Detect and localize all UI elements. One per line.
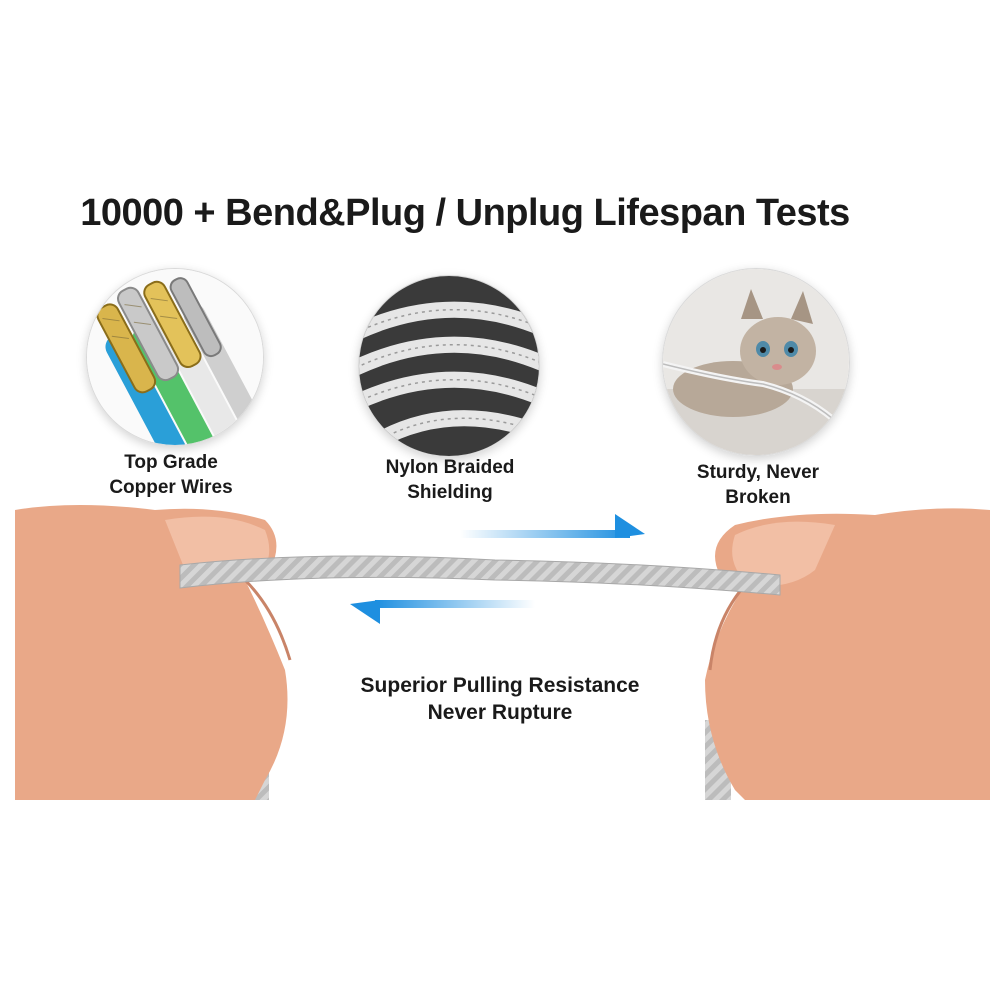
pull-test-caption: Superior Pulling Resistance Never Ruptur… bbox=[360, 674, 640, 724]
pull-test-illustration bbox=[15, 500, 990, 800]
arrow-left-icon bbox=[350, 600, 535, 624]
arrow-right-icon bbox=[460, 514, 645, 538]
feature-caption-sturdy: Sturdy, Never Broken bbox=[696, 462, 820, 508]
braided-cable-icon bbox=[358, 275, 540, 457]
copper-wires-icon bbox=[86, 268, 264, 446]
kitten-photo bbox=[662, 268, 850, 456]
feature-caption-copper: Top Grade Copper Wires bbox=[109, 452, 233, 498]
feature-caption-braided: Nylon Braided Shielding bbox=[385, 457, 515, 503]
headline: 10000 + Bend&Plug / Unplug Lifespan Test… bbox=[80, 192, 850, 234]
